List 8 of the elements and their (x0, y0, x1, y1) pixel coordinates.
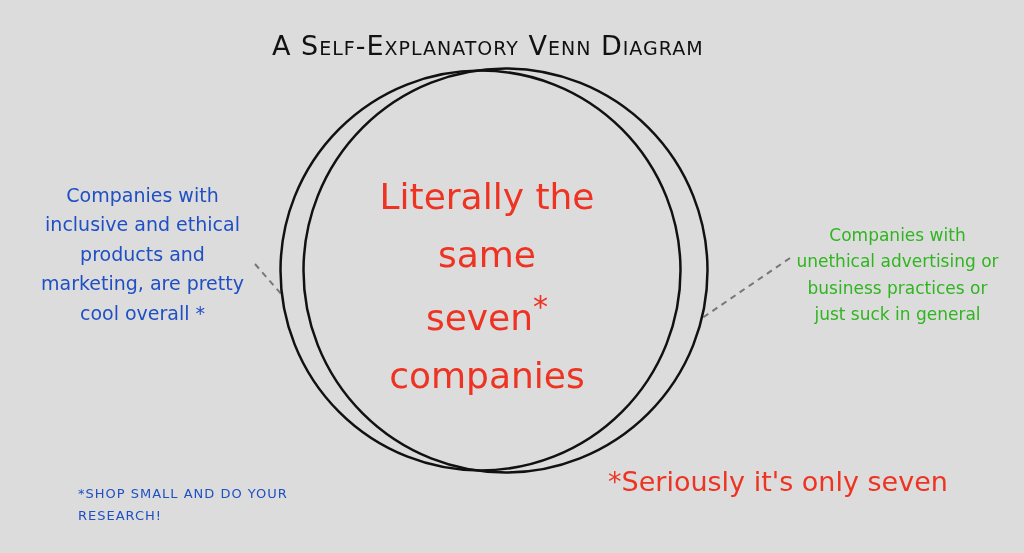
region-description: Companies with unethical advertising or business practices or just suck in general (795, 223, 1000, 326)
footnote: *SHOP SMALL AND DO YOUR RESEARCH! (78, 485, 289, 526)
title: A Self-Explanatory Venn Diagram (272, 29, 704, 63)
footnote: *Seriously it's only seven (607, 465, 949, 499)
center-text: Literally the same seven$^{*}$ companies (378, 175, 596, 398)
region-description: Companies with inclusive and ethical products and marketing, are pretty cool overall * (40, 182, 245, 326)
leader-line (700, 257, 791, 320)
leader-line (254, 263, 283, 296)
